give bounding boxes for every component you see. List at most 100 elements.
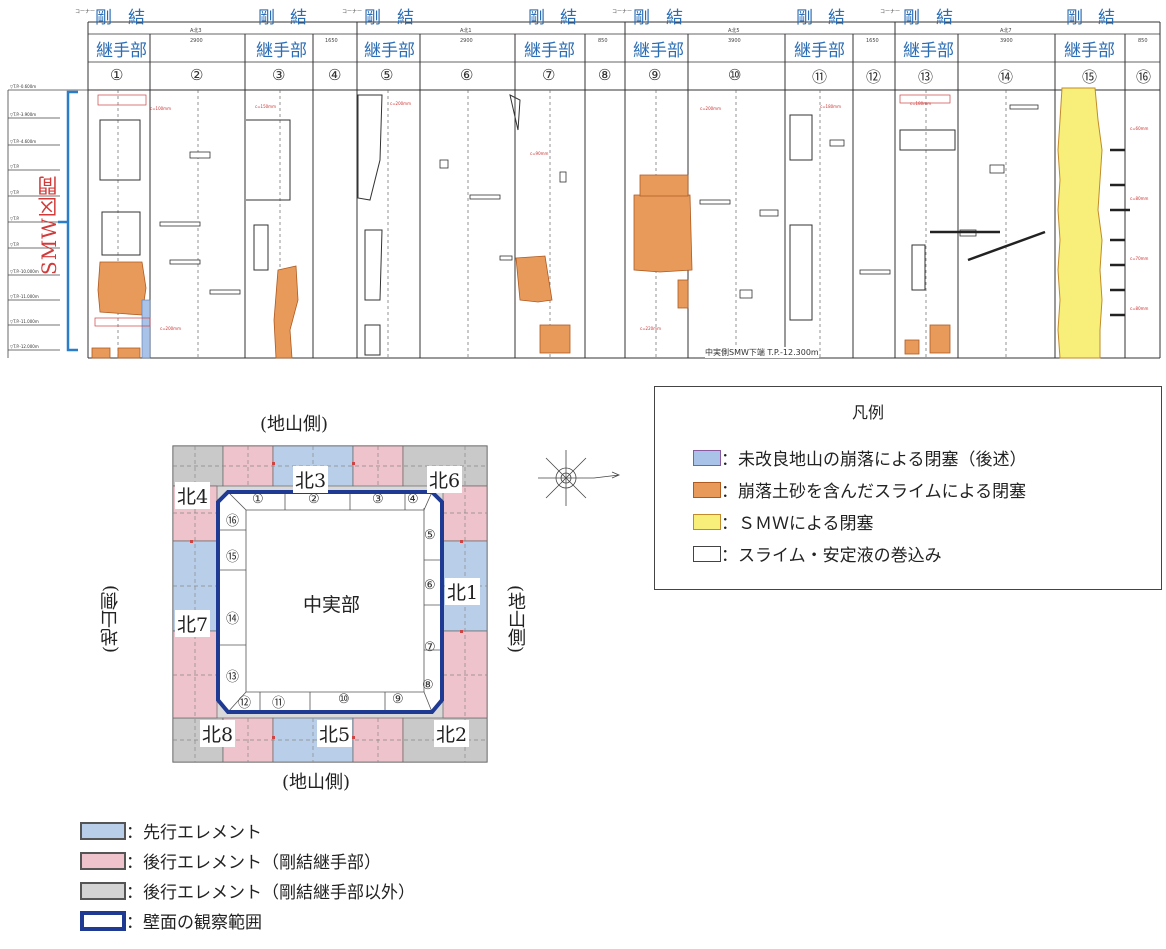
svg-text:c=150mm: c=150mm xyxy=(255,104,276,109)
dim-label: 850 xyxy=(1138,38,1148,44)
svg-text:▽T.P.-11.000m: ▽T.P.-11.000m xyxy=(10,294,39,299)
plan-seg-num: ⑯ xyxy=(226,514,240,529)
joint-label: 継手部 xyxy=(903,36,954,61)
plan-seg-num: ⑫ xyxy=(238,696,252,711)
column-number: ② xyxy=(190,66,204,84)
plan-side-right: (地山側) xyxy=(505,585,526,654)
svg-text:▽T.P.-0.600m: ▽T.P.-0.600m xyxy=(10,84,36,89)
dim-label: 2900 xyxy=(460,38,473,44)
dim-label: 1650 xyxy=(866,38,879,44)
rigid-label: 剛 xyxy=(528,8,545,28)
rigid-label: 結 xyxy=(128,8,145,28)
plan-side-bottom: (地山側) xyxy=(282,772,351,793)
svg-text:c=100mm: c=100mm xyxy=(150,106,171,111)
rigid-label: 剛 xyxy=(903,8,920,28)
svg-text:▽T.P.-3.900m: ▽T.P.-3.900m xyxy=(10,112,36,117)
svg-text:▽T.P.-4.600m: ▽T.P.-4.600m xyxy=(10,139,36,144)
tag-north-8: 北8 xyxy=(200,720,236,747)
element-code: A北5 xyxy=(728,28,740,34)
column-number: ⑫ xyxy=(866,68,882,86)
column-number: ⑮ xyxy=(1082,68,1098,86)
rigid-label: 剛 xyxy=(796,8,813,28)
legend2-item: ：壁面の観察範囲 xyxy=(80,908,262,933)
rigid-label: 剛 xyxy=(1066,8,1083,28)
legend-swatch xyxy=(80,821,126,840)
plan-view: (地山側) (地山側) (地山側) (地山側) 中実部 北3 北6 北4 北1 … xyxy=(100,400,560,810)
smw-section-label: SMW区間 xyxy=(37,175,61,275)
tag-north-7: 北7 xyxy=(175,610,211,637)
rigid-label: 結 xyxy=(397,8,414,28)
tag-north-6: 北6 xyxy=(427,466,463,493)
column-number: ① xyxy=(110,66,124,84)
plan-seg-num: ⑥ xyxy=(424,578,436,593)
legend-text: ：後行エレメント（剛結継手部以外） xyxy=(126,883,415,903)
wall-section-figure: ▽T.P.-0.600m ▽T.P.-3.900m ▽T.P.-4.600m ▽… xyxy=(0,0,1166,365)
column-number: ⑥ xyxy=(460,66,474,84)
column-number: ⑨ xyxy=(648,66,662,84)
legend-item-blue: ：未改良地山の崩落による閉塞（後述） xyxy=(693,445,1027,470)
tag-north-3: 北3 xyxy=(293,466,329,493)
plan-seg-num: ⑬ xyxy=(226,670,240,685)
legend2-item: ：先行エレメント xyxy=(80,818,262,843)
legend-text: ：未改良地山の崩落による閉塞（後述） xyxy=(721,450,1027,470)
svg-text:c=90mm: c=90mm xyxy=(530,151,549,156)
legend-item-orange: ：崩落土砂を含んだスライムによる閉塞 xyxy=(693,477,1026,502)
plan-seg-num: ⑩ xyxy=(338,692,350,707)
wall-section-svg: ▽T.P.-0.600m ▽T.P.-3.900m ▽T.P.-4.600m ▽… xyxy=(7,21,1161,359)
svg-text:c=200mm: c=200mm xyxy=(390,101,411,106)
column-number: ④ xyxy=(328,66,342,84)
rigid-label: 結 xyxy=(828,8,845,28)
corner-label: コーナー xyxy=(612,9,633,15)
plan-side-left: (地山側) xyxy=(100,585,121,654)
dim-label: 2900 xyxy=(190,38,203,44)
column-number: ⑧ xyxy=(598,66,612,84)
plan-seg-num: ② xyxy=(308,492,320,507)
joint-label: 継手部 xyxy=(256,36,307,61)
joint-label: 継手部 xyxy=(364,36,415,61)
dim-label: 3900 xyxy=(1000,38,1013,44)
svg-text:c=200mm: c=200mm xyxy=(160,326,181,331)
tag-north-5: 北5 xyxy=(317,720,353,747)
svg-text:▽T.P.: ▽T.P. xyxy=(10,164,19,169)
rigid-label: 剛 xyxy=(258,8,275,28)
legend-swatch xyxy=(693,481,721,498)
tag-north-1: 北1 xyxy=(445,578,481,605)
plan-seg-num: ⑤ xyxy=(424,528,436,543)
column-number: ⑪ xyxy=(812,68,828,86)
plan-seg-num: ⑭ xyxy=(226,612,240,627)
plan-seg-num: ③ xyxy=(372,492,384,507)
tag-north-2: 北2 xyxy=(434,720,470,747)
legend-elements: ：先行エレメント ：後行エレメント（剛結継手部） ：後行エレメント（剛結継手部以… xyxy=(80,818,600,946)
corner-label: コーナー xyxy=(342,9,363,15)
legend2-item: ：後行エレメント（剛結継手部） xyxy=(80,848,381,873)
legend-text: ：後行エレメント（剛結継手部） xyxy=(126,853,381,873)
legend-item-yellow: ：ＳＭＷによる閉塞 xyxy=(693,509,874,534)
legend-text: ：スライム・安定液の巻込み xyxy=(721,546,942,566)
rigid-label: 結 xyxy=(560,8,577,28)
rigid-label: 結 xyxy=(666,8,683,28)
plan-seg-num: ⑦ xyxy=(424,640,436,655)
plan-seg-num: ⑪ xyxy=(272,696,286,711)
svg-text:▽T.P.: ▽T.P. xyxy=(10,242,19,247)
legend-text: ：崩落土砂を含んだスライムによる閉塞 xyxy=(721,482,1027,502)
legend-text: ：先行エレメント xyxy=(126,823,262,843)
column-number: ⑬ xyxy=(918,68,934,86)
column-number: ⑩ xyxy=(728,66,742,84)
plan-seg-num: ⑧ xyxy=(422,678,434,693)
legend-swatch xyxy=(80,851,126,870)
svg-text:c=200mm: c=200mm xyxy=(700,106,721,111)
svg-text:▽T.P.-10.000m: ▽T.P.-10.000m xyxy=(10,269,39,274)
plan-side-top: (地山側) xyxy=(260,414,329,435)
legend-swatch xyxy=(80,881,126,900)
rigid-label: 結 xyxy=(936,8,953,28)
legend-swatch xyxy=(80,910,126,931)
plan-seg-num: ⑨ xyxy=(392,692,404,707)
legend2-item: ：後行エレメント（剛結継手部以外） xyxy=(80,878,415,903)
legend-swatch xyxy=(693,513,721,530)
column-number: ③ xyxy=(272,66,286,84)
dim-label: 850 xyxy=(598,38,608,44)
svg-text:c=180mm: c=180mm xyxy=(910,101,931,106)
bottom-note: 中実側SMW下端 T.P.-12.300m xyxy=(705,347,819,358)
joint-label: 継手部 xyxy=(633,36,684,61)
dim-label: 1650 xyxy=(325,38,338,44)
